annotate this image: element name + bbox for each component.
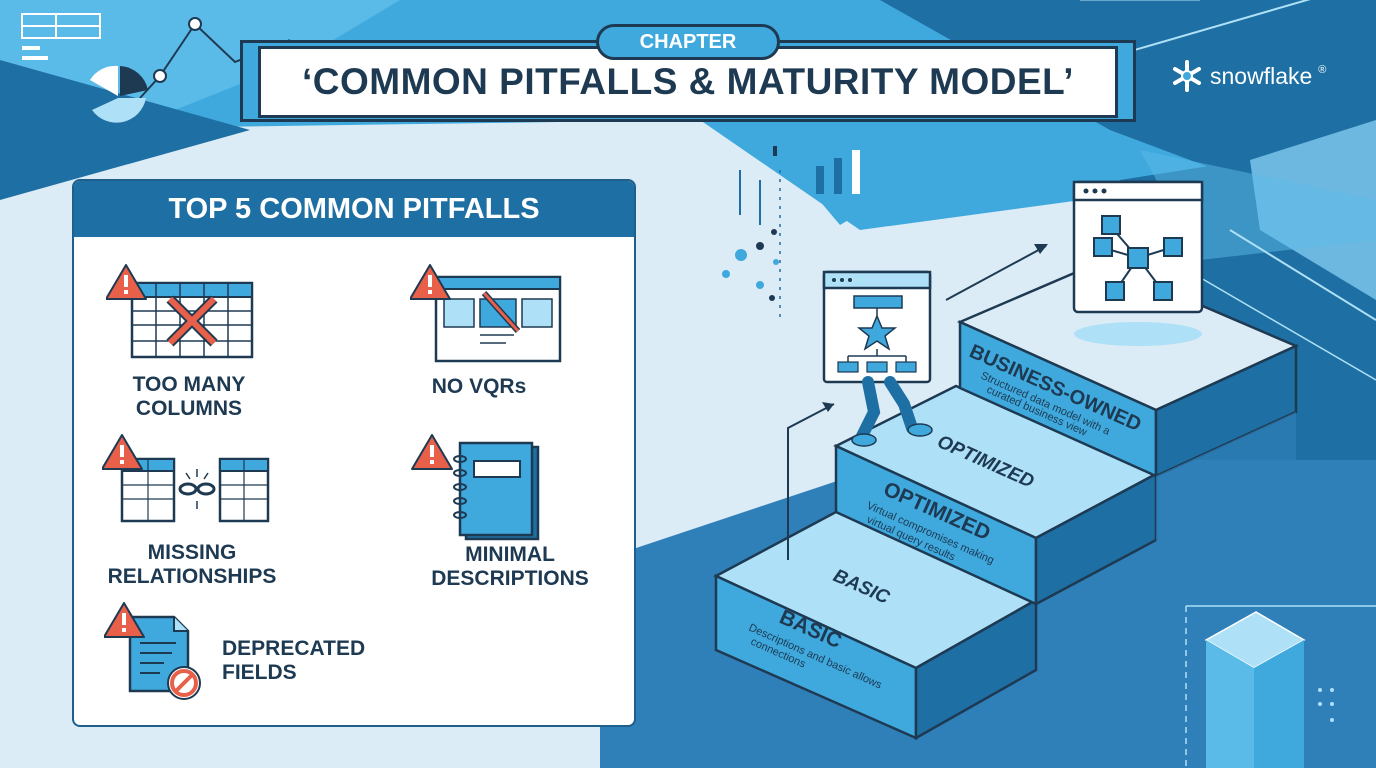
brand-logo: snowflake ® (1170, 58, 1326, 94)
snowflake-icon (1173, 60, 1201, 92)
pitfalls-panel-title: TOP 5 COMMON PITFALLS (74, 181, 634, 237)
climbing-character-icon (822, 270, 933, 447)
pitfalls-panel: TOP 5 COMMON PITFALLS TOO MANY COLUMNS N (72, 179, 636, 727)
pitfall-label-no-vqrs: NO VQRs (404, 375, 554, 399)
cube-decoration-icon (1185, 605, 1376, 768)
network-diagram-icon (1072, 180, 1204, 346)
browser-slash-icon (410, 264, 562, 363)
brand-registered-mark: ® (1318, 64, 1327, 76)
notebook-icon (411, 434, 540, 541)
bar-chart-decoration-icon (722, 146, 860, 320)
pitfall-label-line: RELATIONSHIPS (107, 565, 277, 588)
pitfall-label-line: DEPRECATED (222, 637, 366, 660)
pitfall-label-line: FIELDS (222, 661, 297, 684)
document-prohibited-icon (104, 602, 201, 700)
pitfall-label-deprecated-fields: DEPRECATED FIELDS (222, 637, 372, 685)
chapter-badge: CHAPTER (596, 24, 780, 60)
pitfall-label-too-many-columns: TOO MANY COLUMNS (94, 373, 284, 421)
pitfall-label-line: NO VQRs (431, 375, 527, 398)
pitfall-label-line: MINIMAL (465, 543, 555, 566)
chart-decoration-icon (21, 13, 291, 123)
pitfall-label-line: DESCRIPTIONS (431, 567, 589, 590)
pitfall-label-line: COLUMNS (135, 397, 243, 420)
brand-name: snowflake (1210, 62, 1313, 89)
pitfall-label-line: TOO MANY (132, 373, 246, 396)
pitfall-label-missing-relationships: MISSING RELATIONSHIPS (94, 541, 290, 589)
spreadsheet-cross-icon (106, 264, 254, 359)
pitfall-label-line: MISSING (147, 541, 237, 564)
pitfall-label-minimal-descriptions: MINIMAL DESCRIPTIONS (410, 543, 610, 591)
broken-link-icon (102, 434, 270, 523)
